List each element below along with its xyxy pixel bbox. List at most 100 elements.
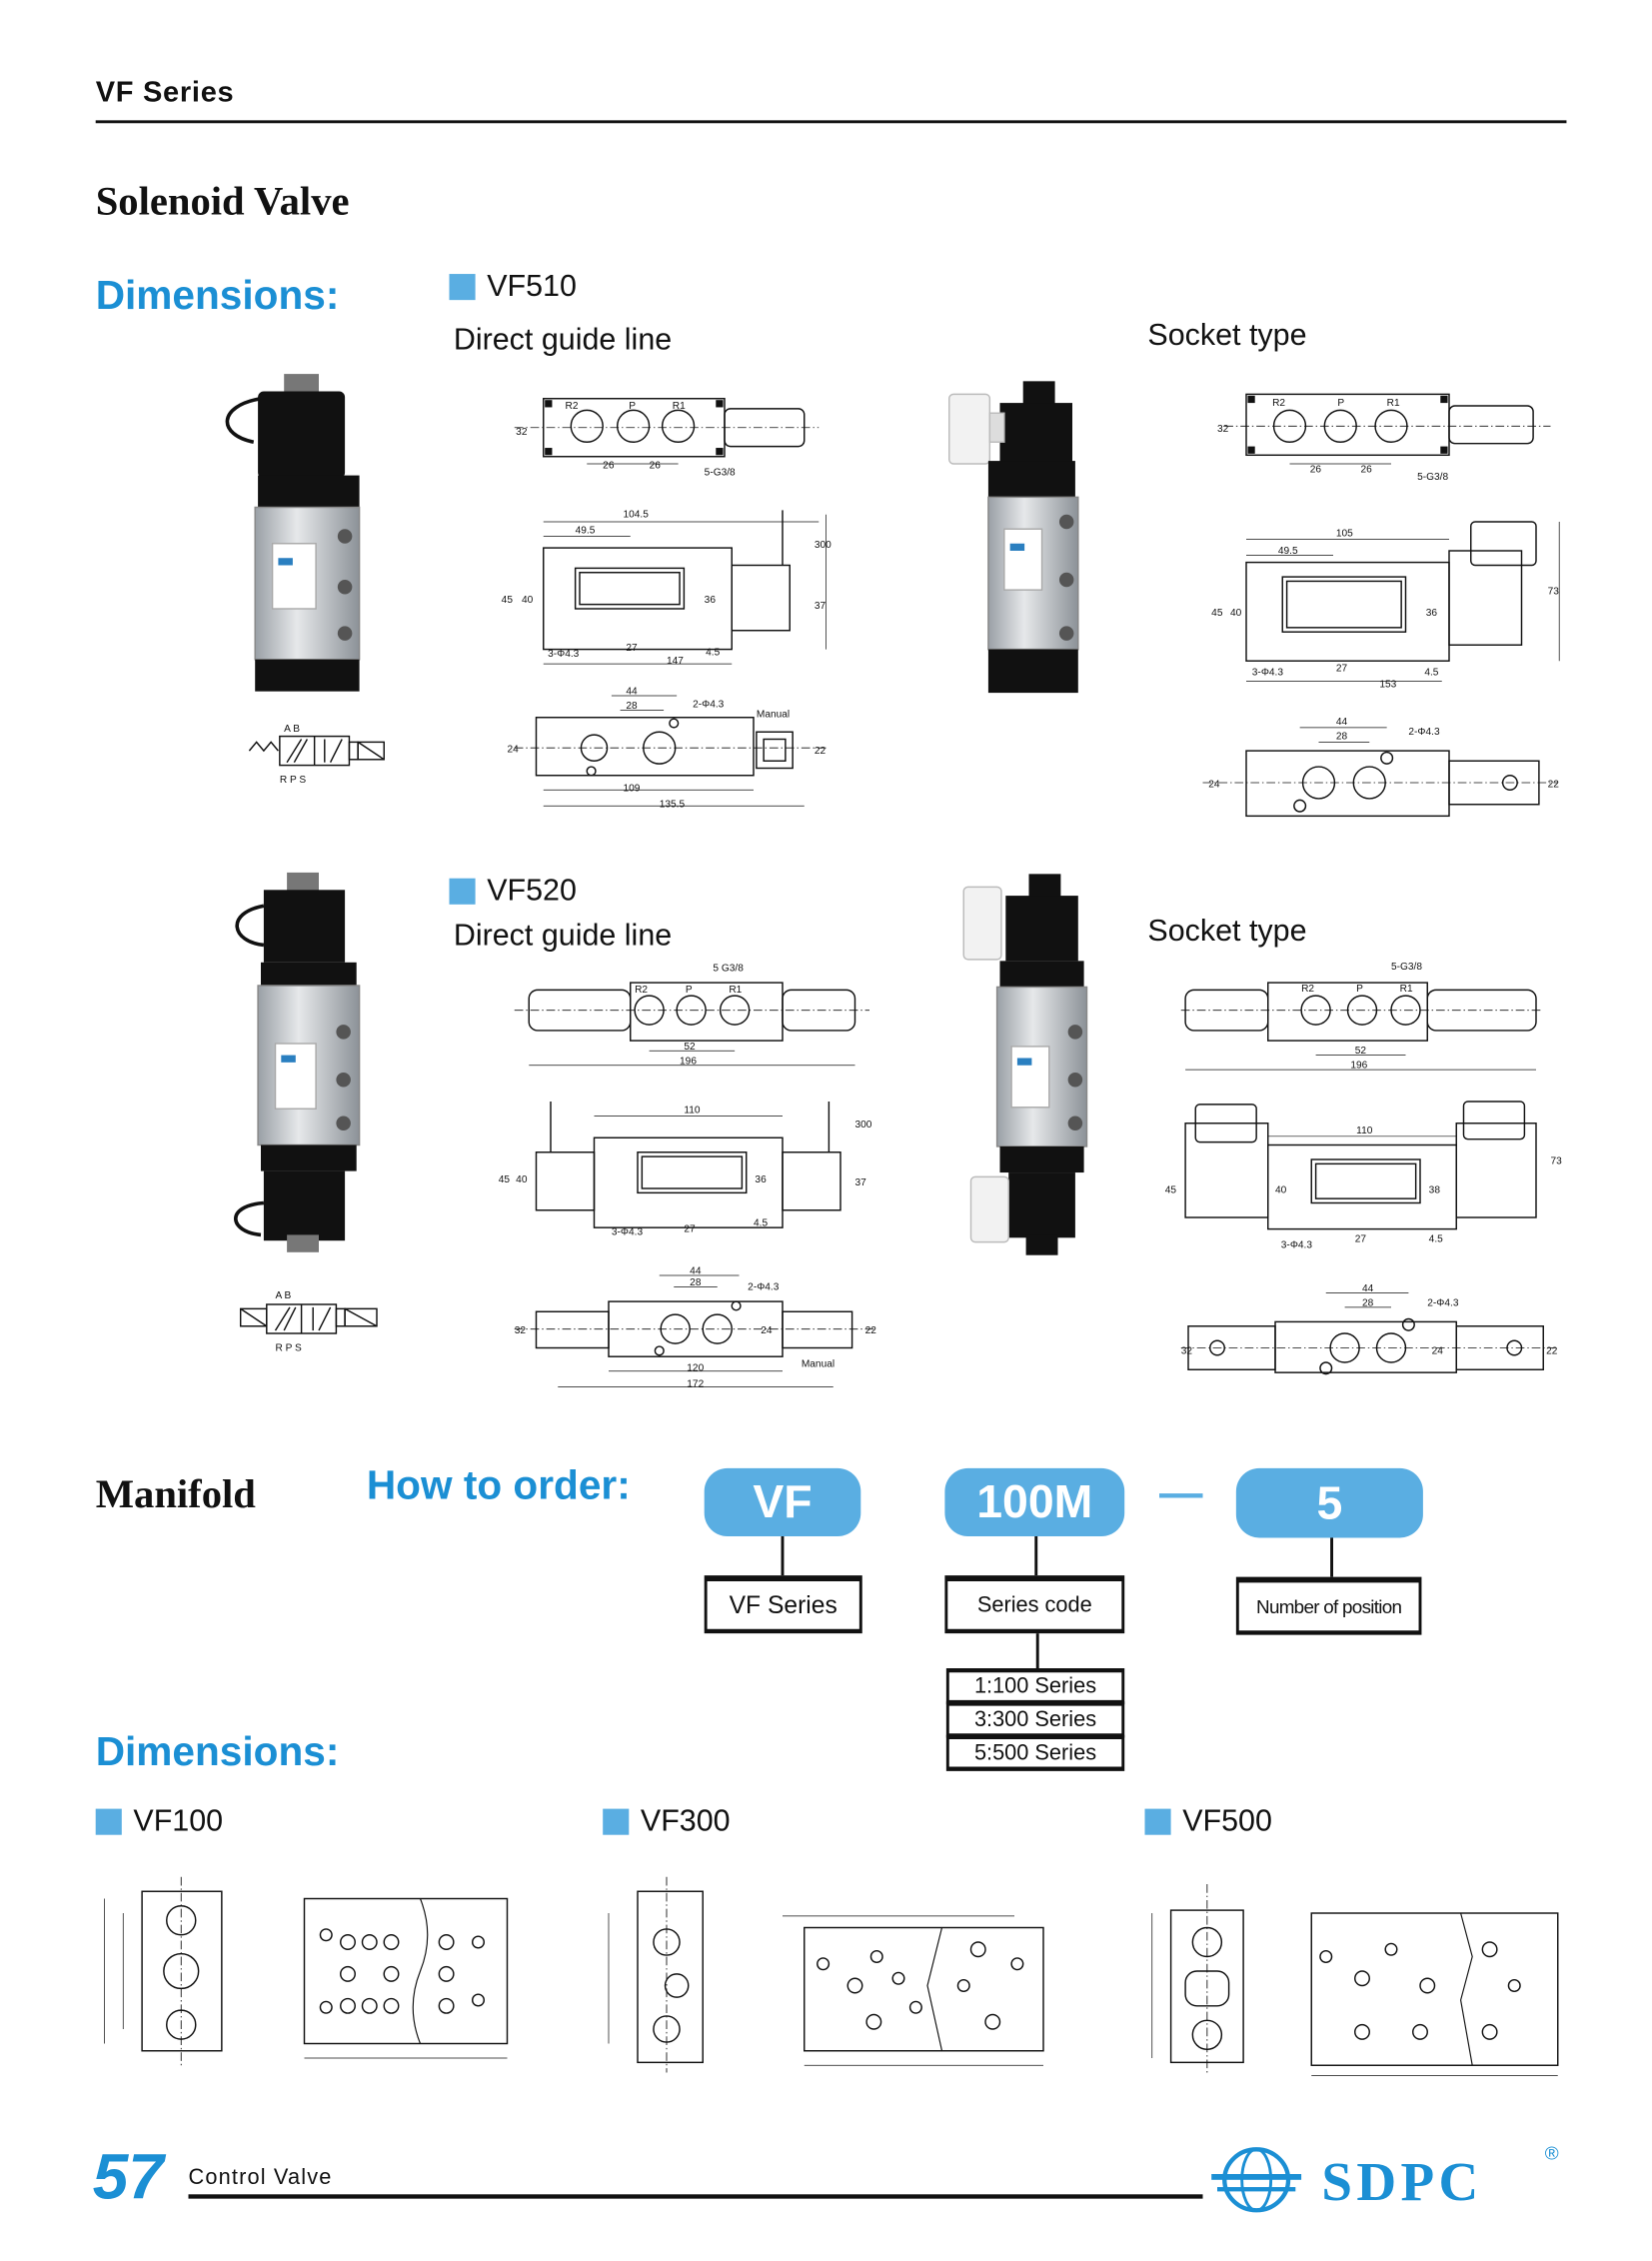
dimension-label: 49.5 bbox=[576, 526, 596, 537]
series-title: VF Series bbox=[95, 76, 235, 109]
order-code-series-code: 100M bbox=[944, 1467, 1125, 1536]
manifold-dimensions-heading: Dimensions: bbox=[95, 1728, 340, 1774]
footer-rule bbox=[188, 2194, 1203, 2199]
footer-section-label: Control Valve bbox=[188, 2165, 333, 2190]
dimension-label: 2-Φ4.3 bbox=[1427, 1297, 1459, 1308]
dimension-label: 4.5 bbox=[1429, 1234, 1443, 1245]
pneumatic-symbol-double: A B R P S bbox=[239, 1290, 378, 1353]
model-tag-vf520: VF520 bbox=[449, 874, 577, 909]
symbol-port-labels-top: A B bbox=[284, 724, 300, 735]
dimension-label: 28 bbox=[690, 1277, 702, 1288]
dimension-label: 40 bbox=[522, 595, 534, 606]
dimension-label: 4.5 bbox=[706, 647, 720, 658]
dimension-label: 110 bbox=[1356, 1126, 1373, 1136]
symbol-port-labels-bottom: R P S bbox=[280, 775, 307, 786]
order-code-separator: — bbox=[1159, 1469, 1203, 1518]
dimension-label: 45 bbox=[499, 1174, 511, 1185]
dimension-label: 32 bbox=[515, 1325, 527, 1336]
dimension-label: 26 bbox=[650, 460, 662, 471]
dimension-label: 3-Φ4.3 bbox=[548, 649, 580, 660]
connector-line bbox=[1035, 1631, 1039, 1671]
dimension-label: 22 bbox=[1548, 779, 1560, 790]
series-option: 1:100 Series bbox=[945, 1667, 1125, 1705]
dimension-label: 2-Φ4.3 bbox=[748, 1282, 780, 1293]
dimension-label: 28 bbox=[1336, 732, 1348, 743]
dimension-label: 27 bbox=[626, 643, 638, 654]
dimension-label: Manual bbox=[757, 710, 790, 721]
dimension-label: 300 bbox=[854, 1120, 871, 1130]
series-option: 5:500 Series bbox=[945, 1734, 1125, 1771]
dimension-label: 5-G3/8 bbox=[1417, 472, 1448, 483]
dimension-label: 3-Φ4.3 bbox=[612, 1226, 644, 1237]
section-title: Solenoid Valve bbox=[95, 179, 350, 225]
dimension-label: 5-G3/8 bbox=[705, 468, 736, 479]
dimension-label: 27 bbox=[684, 1224, 696, 1235]
symbol-port-labels-bottom: R P S bbox=[276, 1342, 303, 1353]
dimension-label: P bbox=[1356, 984, 1363, 995]
dimension-label: R2 bbox=[566, 401, 579, 412]
direct-guide-label-vf520: Direct guide line bbox=[453, 919, 673, 953]
dimension-label: 22 bbox=[865, 1325, 877, 1336]
dimension-label: 22 bbox=[815, 746, 826, 757]
how-to-order-heading: How to order: bbox=[366, 1462, 631, 1507]
dimension-label: 5-G3/8 bbox=[1391, 962, 1422, 973]
dimension-label: P bbox=[686, 985, 693, 996]
dimension-label: 45 bbox=[1165, 1184, 1177, 1195]
dimensions-heading: Dimensions: bbox=[95, 272, 340, 318]
dimension-label: 28 bbox=[1362, 1297, 1374, 1308]
dimension-label: P bbox=[629, 401, 636, 412]
dimension-label: 196 bbox=[1350, 1061, 1367, 1072]
model-tag-vf300: VF300 bbox=[603, 1804, 731, 1839]
symbol-port-labels-top: A B bbox=[276, 1290, 292, 1301]
header-rule bbox=[95, 120, 1567, 124]
dimension-label: 110 bbox=[684, 1106, 701, 1117]
dimension-label: 104.5 bbox=[624, 510, 650, 521]
dimension-label: 300 bbox=[815, 540, 831, 551]
dimension-label: 32 bbox=[1181, 1345, 1193, 1356]
registered-mark: ® bbox=[1544, 2142, 1559, 2164]
dimension-label: P bbox=[1337, 398, 1344, 409]
dimension-label: 40 bbox=[1275, 1184, 1287, 1195]
dimension-label: 36 bbox=[705, 595, 717, 606]
blue-square-icon bbox=[1144, 1808, 1171, 1835]
sdpc-globe-logo-icon bbox=[1211, 2147, 1302, 2213]
dimension-label: R1 bbox=[1400, 984, 1413, 995]
manifold-drawing-vf300 bbox=[608, 1876, 1044, 2073]
dimension-label: 27 bbox=[1336, 663, 1348, 674]
dimension-label: 44 bbox=[1336, 717, 1348, 728]
valve-photo-vf510-direct bbox=[225, 374, 361, 692]
dimension-label: R2 bbox=[1272, 398, 1285, 409]
brand-name: SDPC bbox=[1321, 2152, 1483, 2214]
series-option: 3:300 Series bbox=[945, 1701, 1125, 1738]
manifold-title: Manifold bbox=[95, 1472, 256, 1518]
manifold-drawing-vf100 bbox=[104, 1876, 509, 2066]
valve-photo-vf520-direct bbox=[234, 872, 361, 1252]
dimension-label: 24 bbox=[761, 1325, 773, 1336]
dimension-label: 153 bbox=[1379, 679, 1396, 690]
dimension-label: 49.5 bbox=[1278, 546, 1298, 557]
model-label: VF510 bbox=[487, 269, 577, 304]
dimension-label: R1 bbox=[1387, 398, 1400, 409]
valve-photo-vf510-socket bbox=[948, 381, 1079, 694]
dimension-label: 38 bbox=[1429, 1184, 1441, 1195]
dimension-label: 73 bbox=[1550, 1155, 1562, 1166]
dimension-label: 36 bbox=[1426, 608, 1438, 619]
direct-guide-label-vf510: Direct guide line bbox=[453, 323, 673, 357]
model-label: VF520 bbox=[487, 874, 577, 908]
socket-type-label-vf520: Socket type bbox=[1147, 914, 1307, 949]
dimension-label: R2 bbox=[635, 985, 648, 996]
blue-square-icon bbox=[449, 274, 476, 301]
meaning-box-series: VF Series bbox=[704, 1575, 862, 1634]
meaning-box-positions: Number of position bbox=[1235, 1576, 1422, 1635]
meaning-box-series-code: Series code bbox=[944, 1575, 1125, 1634]
dimension-label: 28 bbox=[626, 701, 638, 712]
series-options-list: 1:100 Series 3:300 Series 5:500 Series bbox=[945, 1667, 1125, 1771]
dimension-label: 27 bbox=[1355, 1234, 1367, 1245]
dimension-label: 40 bbox=[1230, 608, 1242, 619]
dimension-label: 24 bbox=[508, 745, 520, 756]
manifold-drawing-vf500 bbox=[1151, 1884, 1559, 2076]
socket-type-label-vf510: Socket type bbox=[1147, 319, 1307, 353]
dimension-label: 44 bbox=[626, 687, 638, 698]
